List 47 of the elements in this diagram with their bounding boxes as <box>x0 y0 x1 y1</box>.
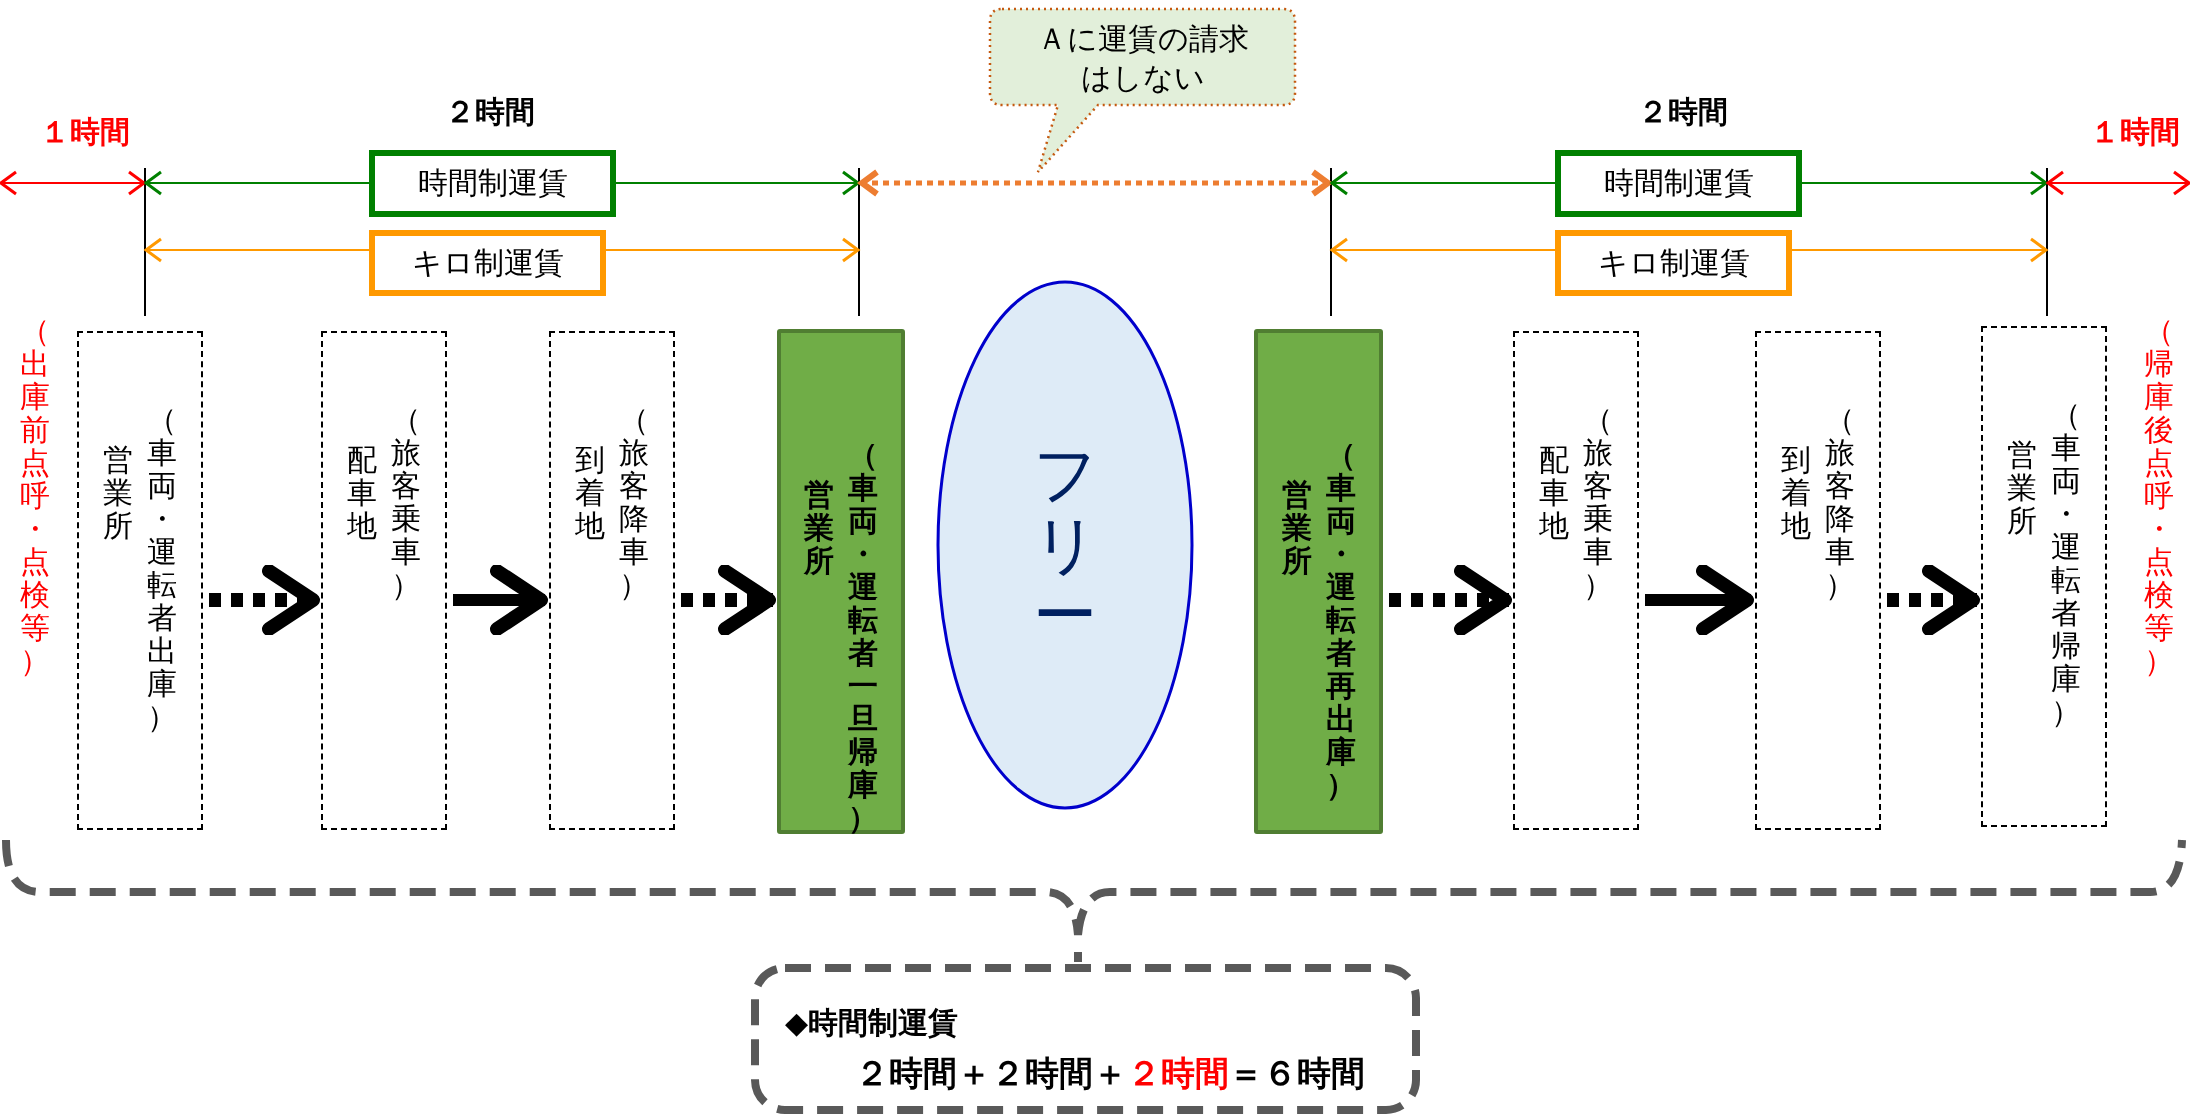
flow-arrow <box>1389 564 1512 636</box>
fare-box: 時間制運賃 <box>1555 150 1802 217</box>
location-box <box>77 331 203 830</box>
speech-bubble <box>988 7 1297 175</box>
fare-box: キロ制運賃 <box>1555 230 1792 296</box>
vertical-text: （旅客乗車） <box>391 403 421 601</box>
location-box <box>1755 331 1881 830</box>
location-box <box>549 331 675 830</box>
free-time-ellipse <box>936 280 1194 810</box>
flow-arrow <box>1645 564 1754 636</box>
location-box <box>321 331 447 830</box>
location-box <box>1981 326 2107 827</box>
vertical-note: （出庫前点呼・点検等） <box>20 314 50 677</box>
duration-label: １時間 <box>39 113 131 151</box>
vertical-text: 到着地 <box>575 443 605 542</box>
flow-arrow <box>209 564 320 636</box>
duration-label: ２時間 <box>444 93 536 131</box>
vertical-text: 営業所 <box>804 478 834 577</box>
fare-box: 時間制運賃 <box>369 150 616 217</box>
vertical-text: 営業所 <box>2007 438 2037 537</box>
formula-text: ２時間＋２時間＋２時間＝６時間 <box>855 1052 1365 1095</box>
fare-box: キロ制運賃 <box>369 230 606 296</box>
ellipse-text: フリー <box>1033 439 1097 651</box>
flow-arrow <box>681 564 776 636</box>
depot-box <box>1254 329 1383 834</box>
vertical-text: （旅客降車） <box>1825 403 1855 601</box>
duration-label: ２時間 <box>1637 93 1729 131</box>
summary-box <box>750 963 1421 1115</box>
vertical-text: （旅客降車） <box>619 403 649 601</box>
location-box <box>1513 331 1639 830</box>
flow-arrow <box>1887 564 1980 636</box>
vertical-text: （車両・運転者帰庫） <box>2051 398 2081 728</box>
vertical-text: 営業所 <box>103 443 133 542</box>
vertical-text: （車両・運転者再出庫） <box>1325 438 1356 801</box>
vertical-text: 到着地 <box>1781 443 1811 542</box>
depot-box <box>777 329 905 834</box>
vertical-text: （車両・運転者出庫） <box>147 403 177 733</box>
vertical-text: （車両・運転者一旦帰庫） <box>848 438 878 834</box>
vertical-text: 配車地 <box>347 443 377 542</box>
summary-heading: ◆時間制運賃 <box>785 1004 959 1042</box>
duration-label: １時間 <box>2089 113 2181 151</box>
vertical-text: 配車地 <box>1539 443 1569 542</box>
callout-text: Ａに運賃の請求はしない <box>1035 20 1250 97</box>
flow-arrow <box>453 564 548 636</box>
vertical-note: （帰庫後点呼・点検等） <box>2144 314 2174 677</box>
vertical-text: （旅客乗車） <box>1583 403 1613 601</box>
vertical-text: 営業所 <box>1281 478 1312 577</box>
